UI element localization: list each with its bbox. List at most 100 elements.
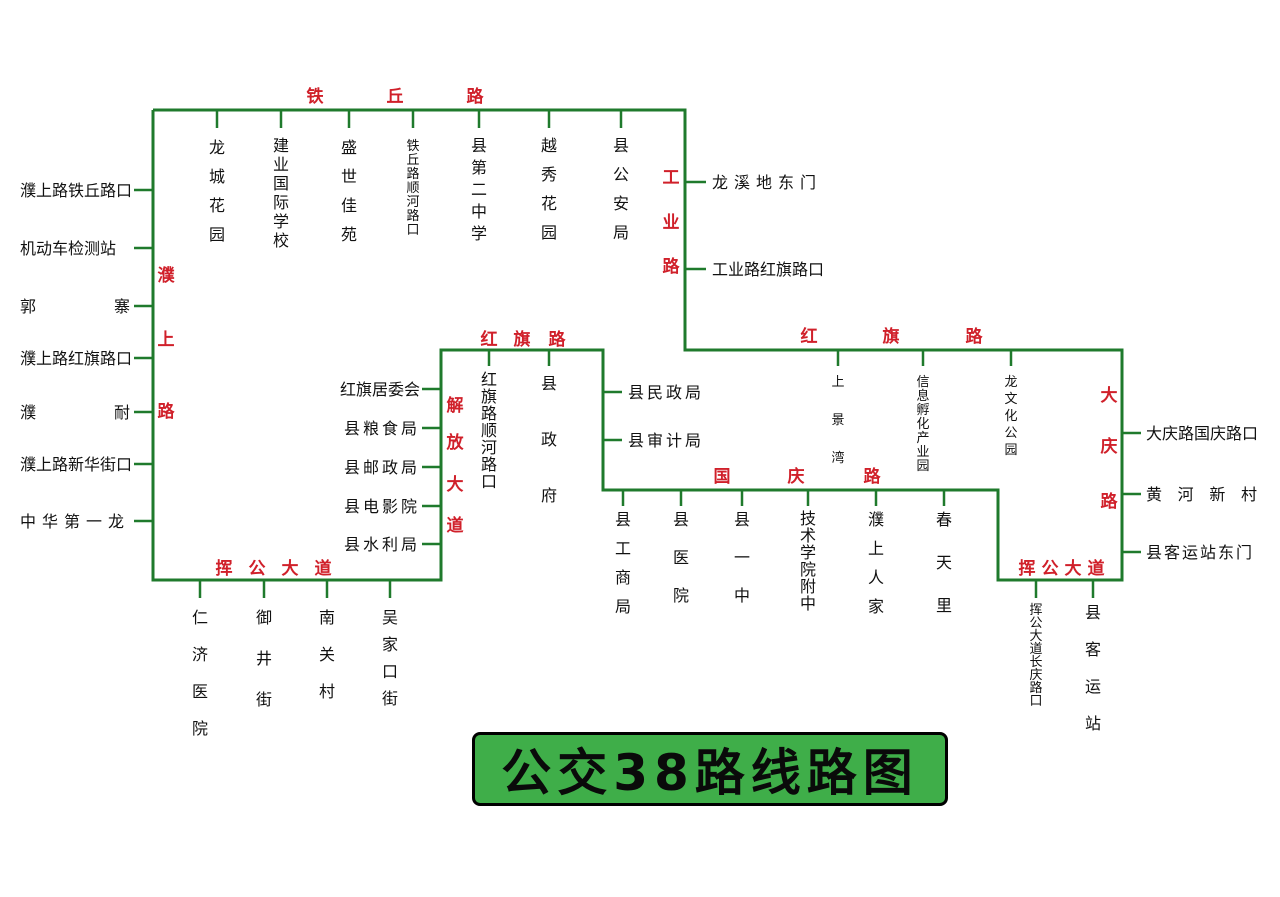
stop-40-char: 仁 — [192, 608, 208, 627]
stop-23: 县政府 — [541, 374, 557, 505]
svg-text:挥: 挥 — [1019, 558, 1036, 579]
road-pushang: 濮 上 路 — [158, 265, 176, 422]
page-title: 公交38路线路图 — [501, 744, 919, 802]
svg-text:工: 工 — [663, 168, 680, 188]
stop-42-char: 关 — [319, 645, 335, 664]
stop-10: 濮上路铁丘路口 — [20, 181, 132, 200]
stop-32-char: 商 — [615, 568, 631, 587]
stop-35-char: 院 — [800, 560, 816, 579]
stop-27-char: 产 — [916, 431, 929, 446]
stop-18: 县粮食局 — [344, 419, 420, 438]
stop-2-char: 校 — [273, 231, 289, 250]
stop-9: 工业路红旗路口 — [712, 260, 824, 279]
stop-41-char: 御 — [256, 608, 272, 627]
stop-1-char: 园 — [209, 225, 225, 244]
svg-text:公: 公 — [1042, 559, 1059, 579]
svg-text:道: 道 — [315, 558, 332, 579]
stop-43-char: 吴 — [382, 608, 398, 627]
road-hongqi-west: 红 旗 路 — [481, 329, 567, 350]
stop-5-char: 中 — [471, 202, 487, 221]
stop-14: 濮耐 — [20, 403, 130, 422]
svg-text:红: 红 — [801, 326, 818, 347]
svg-text:路: 路 — [864, 466, 882, 487]
stop-17: 红旗居委会 — [340, 380, 420, 399]
svg-text:大: 大 — [447, 474, 464, 495]
stop-7-char: 安 — [613, 194, 629, 213]
stop-28-char: 公 — [1004, 426, 1017, 441]
stop-19: 县邮政局 — [344, 458, 420, 477]
stop-35-char: 学 — [800, 543, 816, 562]
svg-text:公: 公 — [249, 559, 266, 579]
stop-1-char: 龙 — [209, 138, 225, 157]
stop-13: 濮上路红旗路口 — [20, 349, 132, 368]
stop-38-char: 路 — [1029, 680, 1042, 696]
stop-3-char: 盛 — [341, 138, 357, 157]
stop-34-char: 中 — [734, 586, 750, 605]
stop-5-char: 二 — [471, 180, 487, 199]
stop-7-char: 县 — [613, 136, 629, 155]
stop-39-char: 运 — [1085, 677, 1101, 696]
stop-26: 上景湾 — [831, 375, 844, 466]
stop-37: 春天里 — [936, 510, 952, 615]
stop-41-char: 井 — [256, 649, 272, 668]
stop-ticks — [134, 110, 1141, 598]
road-huigong-east: 挥 公 大 道 — [1019, 558, 1105, 579]
stop-38-char: 长 — [1029, 655, 1042, 670]
stop-37-char: 里 — [936, 596, 952, 615]
svg-text:放: 放 — [446, 432, 465, 453]
stop-22-char: 路 — [481, 455, 497, 474]
svg-text:庆: 庆 — [788, 466, 805, 487]
stop-26-char: 湾 — [831, 450, 844, 466]
stop-1-char: 城 — [209, 167, 225, 186]
svg-text:上: 上 — [158, 330, 175, 350]
stop-32-char: 县 — [615, 510, 631, 529]
stop-3-char: 苑 — [341, 225, 357, 244]
svg-text:旗: 旗 — [514, 329, 531, 350]
stop-8: 龙溪地东门 — [712, 173, 822, 192]
route-line — [151, 108, 1124, 582]
svg-text:路: 路 — [663, 256, 681, 277]
road-tiechiu: 铁 丘 路 — [307, 86, 485, 107]
stop-39: 县客运站 — [1085, 603, 1101, 733]
stop-4-char: 丘 — [406, 153, 419, 168]
stop-24: 县民政局 — [628, 383, 704, 402]
stop-3-char: 世 — [341, 167, 357, 186]
stop-38-char: 挥 — [1029, 603, 1042, 618]
stop-43-char: 口 — [382, 662, 398, 681]
stop-40-char: 医 — [192, 682, 208, 701]
svg-text:庆: 庆 — [1101, 436, 1118, 457]
stop-21: 县水利局 — [344, 535, 420, 554]
stop-27-char: 化 — [916, 417, 929, 432]
stop-36-char: 人 — [868, 568, 884, 587]
stop-42-char: 村 — [319, 682, 335, 701]
stop-32-char: 局 — [615, 597, 631, 616]
stop-38-char: 公 — [1029, 616, 1042, 631]
svg-text:道: 道 — [1088, 558, 1105, 579]
title-banner: 公交38路线路图 — [472, 732, 948, 806]
stop-31: 县客运站东门 — [1146, 543, 1254, 562]
stop-labels: 龙城花园建业国际学校盛世佳苑铁丘路顺河路口县第二中学越秀花园县公安局龙溪地东门工… — [20, 136, 1258, 738]
stop-27-char: 信 — [916, 375, 929, 390]
stop-23-char: 县 — [541, 374, 557, 393]
stop-6-char: 花 — [541, 194, 557, 213]
stop-41-char: 街 — [256, 690, 272, 709]
stop-34-char: 县 — [734, 510, 750, 529]
stop-36-char: 家 — [868, 597, 884, 616]
stop-33-char: 院 — [673, 586, 689, 605]
stop-37-char: 春 — [936, 510, 952, 529]
stop-40-char: 济 — [192, 645, 208, 664]
stop-15: 濮上路新华街口 — [20, 455, 132, 474]
stop-22-char: 口 — [481, 472, 497, 491]
stop-22-char: 旗 — [481, 387, 497, 406]
stop-23-char: 政 — [541, 430, 557, 449]
